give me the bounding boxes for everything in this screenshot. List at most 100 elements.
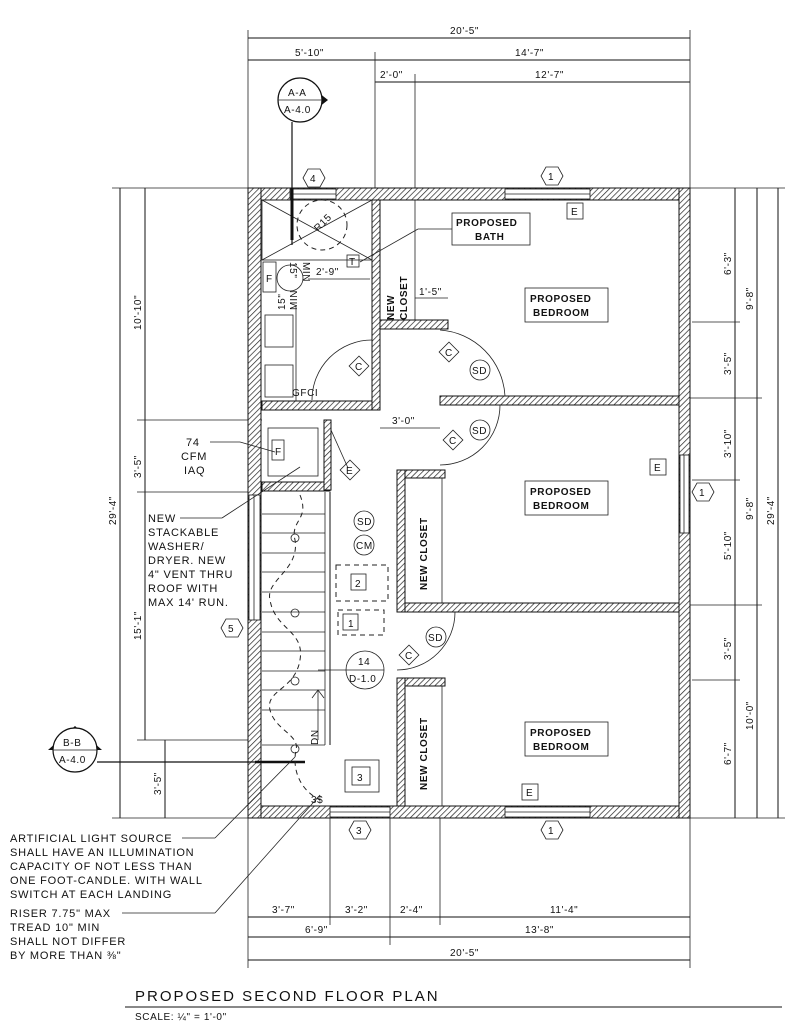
- dim-right: 10'-0": [745, 701, 756, 730]
- sink-icon: [264, 364, 294, 398]
- bedroom-3: PROPOSED BEDROOM NEW CLOSET: [396, 611, 609, 806]
- note-light: ARTIFICIAL LIGHT SOURCE SHALL HAVE AN IL…: [10, 756, 296, 901]
- note-line: ONE FOOT-CANDLE. WITH WALL: [10, 875, 203, 887]
- room-label-bedroom: BEDROOM: [533, 501, 589, 512]
- dim-top: 5'-10": [295, 48, 324, 59]
- light-circuit: [268, 494, 321, 801]
- egress-tag: E: [526, 788, 533, 799]
- bottom-dimensions: 3'-7" 3'-2" 2'-4" 11'-4" 6'-9" 13'-8" 20…: [247, 818, 691, 968]
- smoke-detector: SD: [428, 633, 443, 644]
- dim-toilet-clearance: MIN: [289, 290, 300, 310]
- note-line: MAX 14' RUN.: [148, 597, 229, 609]
- fan-symbol: F: [275, 447, 282, 458]
- drawing-scale: SCALE: ¼" = 1'-0": [135, 1011, 227, 1023]
- room-label-bedroom: BEDROOM: [533, 742, 589, 753]
- c-label: C: [405, 651, 413, 662]
- room-label-bedroom: PROPOSED: [530, 487, 591, 498]
- section-marker-a: A-A A-4.0: [277, 77, 328, 245]
- note-line: 4" VENT THRU: [148, 569, 233, 581]
- note-fan: 74 CFM IAQ: [181, 437, 276, 477]
- dim-right: 9'-8": [745, 497, 756, 520]
- exhaust-fan-icon: [262, 261, 277, 293]
- fixture-tag: 3: [357, 773, 363, 784]
- note-line: DRYER. NEW: [148, 555, 226, 567]
- note-line: IAQ: [184, 465, 205, 477]
- room-label-bedroom: PROPOSED: [530, 728, 591, 739]
- room-label-bath: PROPOSED: [456, 218, 517, 229]
- smoke-detector: SD: [472, 426, 487, 437]
- note-line: SHALL NOT DIFFER: [10, 936, 126, 948]
- dim-top: 12'-7": [535, 70, 564, 81]
- note-line: SWITCH AT EACH LANDING: [10, 889, 172, 901]
- switch-symbol: 3$: [311, 795, 323, 806]
- section-id: B-B: [63, 738, 81, 749]
- dim-top: 2'-0": [380, 70, 403, 81]
- stairs: DN: [255, 492, 331, 764]
- toilet-icon: [276, 264, 304, 292]
- sink-icon: [264, 314, 294, 348]
- dim-hall: 3'-0": [392, 416, 415, 427]
- dim-right: 6'-3": [723, 252, 734, 275]
- fan-symbol: F: [266, 274, 273, 285]
- dim-bottom: 6'-9": [305, 925, 328, 936]
- section-id: A-A: [288, 88, 306, 99]
- note-line: ROOF WITH: [148, 583, 218, 595]
- dim-left: 10'-10": [133, 295, 144, 330]
- bedroom-1: PROPOSED BEDROOM: [439, 287, 609, 397]
- washer-dryer: [267, 427, 319, 477]
- bath-door-swing: [311, 339, 373, 401]
- dim-right: 3'-10": [723, 429, 734, 458]
- bedroom-2: PROPOSED BEDROOM NEW CLOSET: [419, 404, 609, 603]
- closet-label: NEW: [386, 295, 397, 320]
- note-line: NEW: [148, 513, 176, 525]
- dim-top-overall: 20'-5": [450, 26, 479, 37]
- gfci-label: GFCI: [292, 388, 318, 399]
- dim-toilet-clearance: 15": [287, 262, 298, 278]
- egress-tag: E: [654, 463, 661, 474]
- laundry-door: [330, 429, 349, 469]
- t-symbol: T: [349, 257, 356, 268]
- egress-tag: E: [571, 207, 578, 218]
- dim-left: 15'-1": [133, 611, 144, 640]
- dim-bottom: 3'-7": [272, 905, 295, 916]
- c-label: C: [445, 348, 453, 359]
- top-dimensions: 20'-5" 5'-10" 14'-7" 2'-0" 12'-7": [247, 26, 691, 188]
- c-diamond-symbol: C: [348, 355, 370, 377]
- dim-right: 3'-5": [723, 637, 734, 660]
- c-diamond-symbol: C: [438, 341, 460, 363]
- e-label: E: [346, 466, 353, 477]
- dim-right: 5'-10": [723, 531, 734, 560]
- note-line: RISER 7.75" MAX: [10, 908, 111, 920]
- dim-bottom: 11'-4": [550, 905, 578, 916]
- room-label-bedroom: BEDROOM: [533, 308, 589, 319]
- shower-head-label: R15: [312, 212, 334, 234]
- room-label-bath: BATH: [475, 232, 504, 243]
- closet-label: NEW CLOSET: [419, 517, 430, 590]
- note-line: WASHER/: [148, 541, 205, 553]
- note-line: SHALL HAVE AN ILLUMINATION: [10, 847, 194, 859]
- c-diamond-symbol: C: [442, 429, 464, 451]
- room-label-bedroom: PROPOSED: [530, 294, 591, 305]
- section-sheet: A-4.0: [284, 105, 311, 116]
- dim-left: 3'-5": [153, 772, 164, 795]
- window-tag: 1: [548, 172, 554, 183]
- note-line: CAPACITY OF NOT LESS THAN: [10, 861, 192, 873]
- dim-bath: 2'-9": [316, 267, 339, 278]
- exhaust-fan-icon: [271, 439, 285, 461]
- fixture-tag: 2: [355, 579, 361, 590]
- electrical-symbols: SD SD SD C C C C E E E E: [339, 202, 667, 801]
- dim-closet: 1'-5": [419, 287, 442, 298]
- window-tag: 1: [699, 488, 705, 499]
- note-line: 74: [186, 437, 200, 449]
- dim-right-overall: 29'-4": [766, 496, 777, 525]
- dim-toilet-clearance: MIN: [300, 262, 311, 282]
- window-tags: 4 1 1 5 3 1: [220, 166, 715, 840]
- dim-right: 3'-5": [723, 352, 734, 375]
- note-line: BY MORE THAN ⅜": [10, 950, 121, 962]
- note-line: ARTIFICIAL LIGHT SOURCE: [10, 833, 172, 845]
- co-monitor: CM: [356, 541, 373, 552]
- right-dimensions: 6'-3" 3'-5" 3'-10" 5'-10" 3'-5" 6'-7" 9'…: [690, 187, 785, 819]
- note-line: STACKABLE: [148, 527, 219, 539]
- stair-down-label: DN: [310, 729, 321, 745]
